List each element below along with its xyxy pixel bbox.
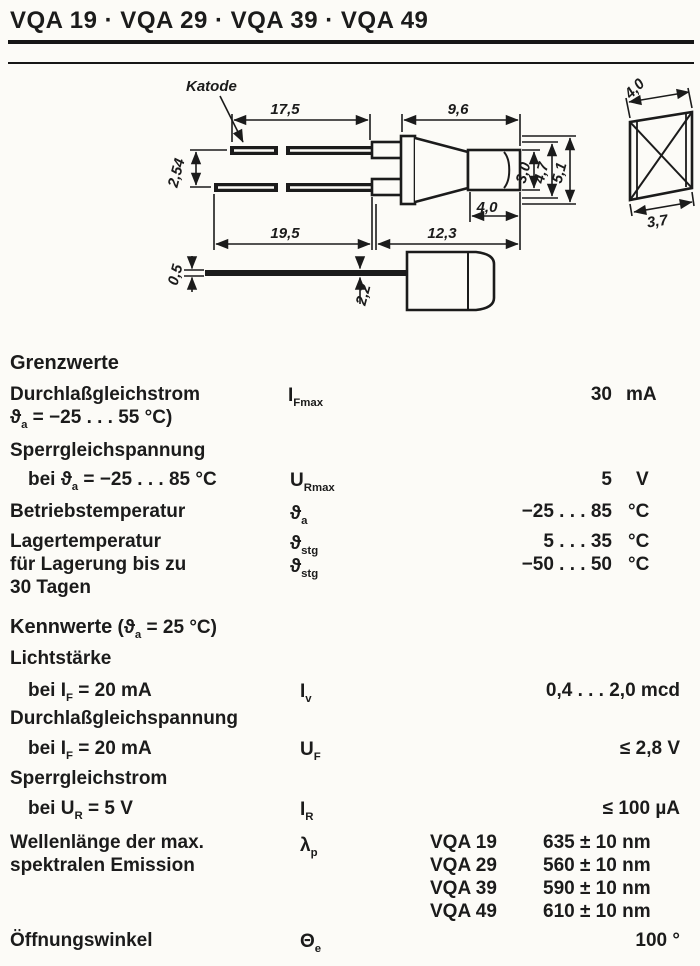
symbol-urmax: URmax	[290, 470, 335, 494]
unit-urmax: V	[636, 469, 649, 490]
durchlassgleichstrom-label: Durchlaßgleichstrom	[10, 384, 201, 405]
katode-label: Katode	[186, 78, 237, 95]
dim-label-2-2: 2,2	[352, 282, 374, 308]
variant-value-vqa39: 590 ± 10 nm	[543, 878, 651, 899]
wellenlaenge-label: Wellenlänge der max.	[10, 832, 204, 853]
symbol-ir: IR	[300, 799, 314, 823]
unit-lagertemperatur-2: °C	[628, 554, 650, 575]
header-rule	[8, 62, 694, 64]
dim-label-3-7: 3,7	[646, 212, 670, 232]
dim-label-3-0: 3,0	[513, 160, 535, 185]
dim-label-5-1: 5,1	[549, 161, 571, 186]
value-uf: ≤ 2,8 V	[619, 738, 680, 759]
durchlassgleichspannung-condition: bei IF = 20 mA	[28, 738, 152, 762]
symbol-theta-stg-1: ϑstg	[290, 533, 319, 557]
unit-lagertemperatur-1: °C	[628, 531, 650, 552]
variant-type-vqa49: VQA 49	[430, 901, 497, 922]
side-view	[214, 134, 522, 206]
variant-value-vqa19: 635 ± 10 nm	[543, 832, 651, 853]
package-outline-drawing: Katode 17,5 9,6 4,0 2,54 3,0 4,7 5,1 4,0…	[164, 75, 695, 312]
oeffnungswinkel-label: Öffnungswinkel	[10, 930, 153, 951]
betriebstemperatur-label: Betriebstemperatur	[10, 501, 186, 522]
dim-label-17-5: 17,5	[270, 101, 300, 118]
value-urmax: 5	[601, 469, 612, 490]
variant-type-vqa39: VQA 39	[430, 878, 497, 899]
symbol-theta-stg-2: ϑstg	[290, 556, 319, 580]
sperrgleichstrom-condition: bei UR = 5 V	[28, 798, 133, 822]
dim-label-19-5: 19,5	[270, 225, 300, 242]
lagerung-label: für Lagerung bis zu	[10, 554, 187, 575]
symbol-uf: UF	[300, 739, 321, 763]
grenzwerte-heading: Grenzwerte	[10, 352, 119, 374]
unit-ifmax: mA	[626, 384, 657, 405]
dim-label-4-7: 4,7	[530, 160, 552, 186]
side-view-dimension-lines	[190, 95, 576, 250]
dim-label-0-5: 0,5	[165, 262, 187, 287]
sperrgleichspannung-condition: bei ϑa = −25 . . . 85 °C	[28, 469, 217, 493]
lichtstaerke-condition: bei IF = 20 mA	[28, 680, 152, 704]
bottom-view-dimension-lines	[184, 256, 366, 304]
value-lagertemperatur-2: −50 . . . 50	[521, 554, 612, 575]
variant-value-vqa29: 560 ± 10 nm	[543, 855, 651, 876]
durchlassgleichstrom-condition: ϑa = −25 . . . 55 °C)	[10, 407, 173, 431]
value-lagertemperatur-1: 5 . . . 35	[543, 531, 612, 552]
durchlassgleichspannung-label: Durchlaßgleichspannung	[10, 708, 239, 729]
symbol-theta-a: ϑa	[290, 503, 308, 527]
variant-type-vqa29: VQA 29	[430, 855, 497, 876]
dim-label-12-3: 12,3	[427, 225, 457, 242]
title-rule	[8, 40, 694, 44]
variant-type-vqa19: VQA 19	[430, 832, 497, 853]
value-ir: ≤ 100 µA	[602, 798, 680, 819]
kennwerte-heading: Kennwerte (ϑa = 25 °C)	[10, 616, 217, 641]
symbol-theta-e: Θe	[300, 931, 322, 955]
lichtstaerke-label: Lichtstärke	[10, 648, 112, 669]
drawing-labels: Katode 17,5 9,6 4,0 2,54 3,0 4,7 5,1 4,0…	[164, 75, 669, 308]
symbol-lambda-p: λp	[300, 835, 318, 859]
end-view	[628, 110, 694, 202]
unit-betriebstemperatur: °C	[628, 501, 650, 522]
lagerung-label-2: 30 Tagen	[10, 577, 91, 598]
lagertemperatur-label: Lagertemperatur	[10, 531, 161, 552]
sperrgleichstrom-label: Sperrgleichstrom	[10, 768, 168, 789]
dim-label-4-0-tip: 4,0	[476, 199, 499, 216]
value-iv: 0,4 . . . 2,0 mcd	[545, 680, 680, 701]
variant-value-vqa49: 610 ± 10 nm	[543, 901, 651, 922]
page-title: VQA 19 · VQA 29 · VQA 39 · VQA 49	[10, 7, 429, 34]
value-ifmax: 30	[590, 384, 612, 405]
value-oeffnungswinkel: 100 °	[635, 930, 680, 951]
symbol-ifmax: IFmax	[288, 385, 324, 409]
symbol-iv: Iv	[300, 681, 312, 705]
dim-label-2-54: 2,54	[164, 156, 188, 190]
sperrgleichspannung-label: Sperrgleichspannung	[10, 440, 206, 461]
bottom-view	[205, 250, 496, 312]
dim-label-9-6: 9,6	[448, 101, 470, 118]
value-betriebstemperatur: −25 . . . 85	[521, 501, 612, 522]
wellenlaenge-label-2: spektralen Emission	[10, 855, 195, 876]
end-view-dimension-lines	[625, 87, 695, 217]
